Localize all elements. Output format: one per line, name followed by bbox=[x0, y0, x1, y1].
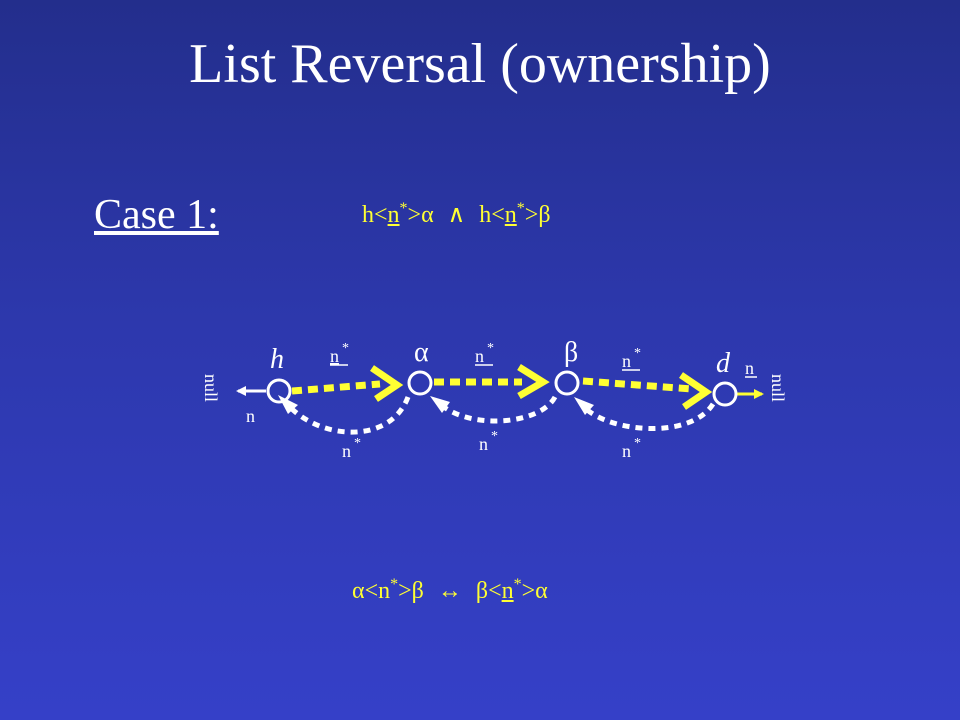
formula-text: h< bbox=[362, 202, 388, 228]
back-edge-beta-alpha bbox=[438, 395, 558, 424]
edge-alpha-beta-arrowhead bbox=[517, 364, 550, 400]
edge-h-alpha-arrowhead bbox=[370, 365, 404, 402]
formula-n: n bbox=[378, 578, 391, 604]
edge-label-n-h-null: n bbox=[246, 406, 255, 426]
node-label-alpha: α bbox=[414, 337, 429, 368]
formula-n: n bbox=[504, 202, 517, 228]
edge-label-n-alpha-beta: n bbox=[475, 346, 484, 366]
back-label-n-2: n bbox=[479, 434, 488, 454]
formula-text: β< bbox=[475, 578, 502, 604]
formula-star: * bbox=[513, 576, 522, 593]
formula-star: * bbox=[516, 200, 525, 217]
edge-label-n-h-alpha: n bbox=[330, 346, 339, 366]
formula-text: >α bbox=[521, 578, 548, 604]
edge-label-star-alpha-beta: * bbox=[487, 341, 494, 356]
formula-text: >α bbox=[407, 202, 434, 228]
back-label-n-1: n bbox=[342, 441, 351, 461]
null-label-left: null bbox=[201, 374, 221, 402]
formula-star: * bbox=[390, 576, 399, 593]
formula-text: h< bbox=[479, 202, 505, 228]
case-label: Case 1: bbox=[94, 192, 219, 238]
node-alpha bbox=[407, 370, 433, 396]
node-beta bbox=[554, 370, 580, 396]
back-label-star-3: * bbox=[634, 436, 641, 451]
back-label-star-2: * bbox=[491, 429, 498, 444]
formula-n: n bbox=[387, 202, 400, 228]
back-edge-beta-alpha-arrowhead bbox=[430, 396, 450, 413]
formula-star: * bbox=[399, 200, 408, 217]
formula-text: >β bbox=[524, 202, 551, 228]
edge-label-n-d-null: n bbox=[745, 358, 754, 378]
node-h bbox=[266, 378, 292, 404]
back-edge-d-beta-arrowhead bbox=[574, 397, 594, 415]
formula-and: ∧ bbox=[447, 202, 466, 228]
formula-n: n bbox=[501, 578, 514, 604]
slide-title: List Reversal (ownership) bbox=[189, 33, 771, 95]
formula-text: >β bbox=[398, 578, 424, 604]
back-edge-d-beta bbox=[583, 402, 716, 431]
node-d bbox=[712, 381, 738, 407]
back-label-n-3: n bbox=[622, 441, 631, 461]
edge-h-alpha bbox=[291, 380, 381, 395]
node-label-d: d bbox=[716, 348, 731, 379]
null-label-right: null bbox=[768, 374, 788, 402]
case-condition-formula: h<n*>α∧h<n*>β bbox=[362, 200, 551, 233]
edge-label-n-beta-d: n bbox=[622, 351, 631, 371]
formula-text: α< bbox=[352, 578, 379, 604]
node-label-h: h bbox=[270, 344, 284, 375]
formula-iff: ↔ bbox=[437, 578, 462, 604]
node-label-beta: β bbox=[564, 337, 578, 368]
edge-label-star-h-alpha: * bbox=[342, 341, 349, 356]
edge-beta-d-arrowhead bbox=[679, 372, 713, 410]
edge-label-star-beta-d: * bbox=[634, 346, 641, 361]
back-edge-alpha-h bbox=[286, 396, 411, 435]
edge-beta-d bbox=[582, 377, 693, 393]
back-label-star-1: * bbox=[354, 436, 361, 451]
equivalence-formula: α<n*>β↔β<n*>α bbox=[352, 576, 548, 609]
